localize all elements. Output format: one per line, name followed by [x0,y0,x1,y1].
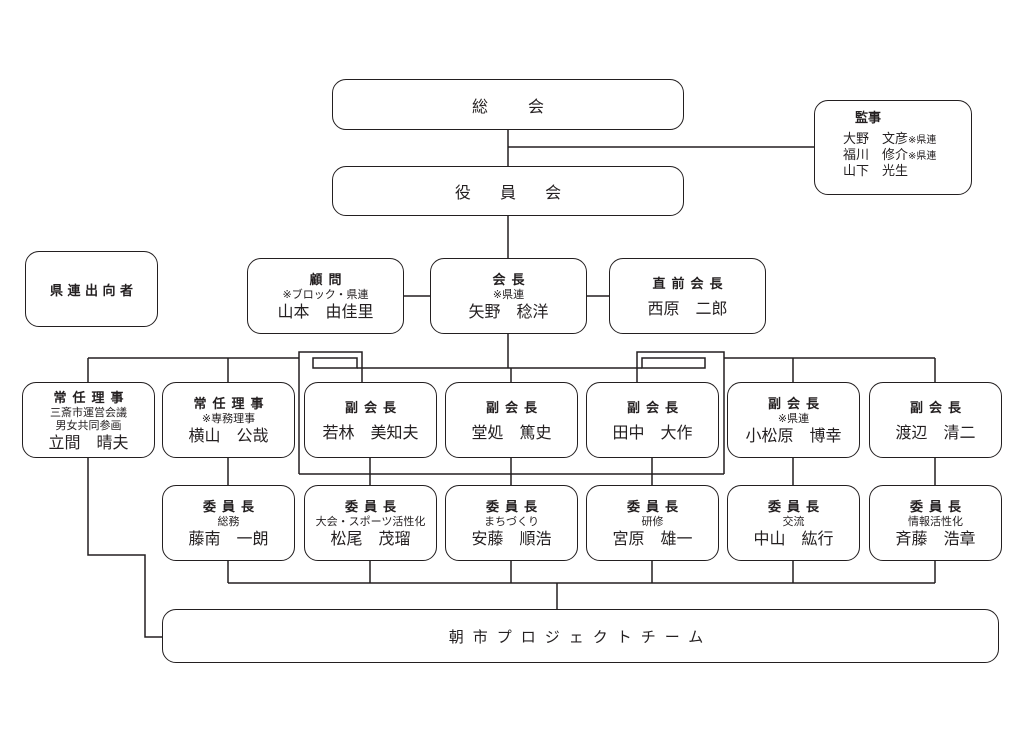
auditor-name: 大野 文彦 [843,132,909,147]
person-name: 田中 大作 [612,422,693,442]
note-label: 総務 [217,515,240,528]
project-team-box: 朝市プロジェクトチーム [162,609,999,663]
note-label: 男女共同参画 [55,418,122,432]
person-name: 横山 公哉 [188,426,269,445]
person-name: 藤南 一朗 [188,529,269,548]
role-label: 委員長 [344,500,402,515]
vice-president-box: 副会長 田中 大作 [586,382,719,458]
role-label: 会長 [492,273,531,288]
committee-chair-box: 委員長 総務 藤南 一朗 [162,485,295,561]
auditors-title: 監事 [855,111,882,126]
role-label: 委員長 [202,500,260,515]
committee-chair-box: 委員長 情報活性化 斉藤 浩章 [869,485,1002,561]
role-label: 顧問 [309,273,348,288]
prefecture-dispatch-label: 県 連 出 向 者 [49,283,134,299]
person-name: 渡辺 清二 [895,422,976,442]
auditor-note: ※県連 [908,135,937,146]
auditor-note: ※県連 [908,151,937,162]
person-name: 矢野 稔洋 [468,302,549,321]
auditor-name: 山下 光生 [843,164,909,179]
person-name: 小松原 博幸 [745,426,842,445]
committee-chair-box: 委員長 大会・スポーツ活性化 松尾 茂瑠 [304,485,437,561]
vice-president-box: 副会長 渡辺 清二 [869,382,1002,458]
committee-chair-box: 委員長 まちづくり 安藤 順浩 [445,485,578,561]
vice-president-box: 副会長 堂処 篤史 [445,382,578,458]
role-label: 委員長 [909,500,967,515]
note-label: まちづくり [484,515,539,528]
role-label: 委員長 [626,500,684,515]
role-label: 直前会長 [652,276,729,292]
role-label: 副会長 [626,400,684,416]
note-label: ※県連 [492,288,525,301]
general-meeting-box: 総 会 [332,79,684,130]
prefecture-dispatch-box: 県 連 出 向 者 [25,251,158,327]
person-name: 宮原 雄一 [612,529,693,548]
note-label: 交流 [782,515,805,528]
role-label: 委員長 [485,500,543,515]
board-meeting-label: 役 員 会 [454,183,574,202]
president-box: 会長 ※県連 矢野 稔洋 [430,258,587,334]
note-label: 研修 [641,515,664,528]
past-president-box: 直前会長 西原 二郎 [609,258,766,334]
note-label: ※県連 [777,412,810,425]
auditor-name: 福川 修介 [843,148,909,163]
note-label: 大会・スポーツ活性化 [315,515,426,528]
role-label: 副会長 [485,400,543,416]
executive-director-box: 常任理事 ※専務理事 横山 公哉 [162,382,295,458]
role-label: 委員長 [767,500,825,515]
role-label: 常任理事 [53,390,130,406]
person-name: 松尾 茂瑠 [330,529,411,548]
note-label: 情報活性化 [908,515,963,528]
person-name: 山本 由佳里 [277,302,374,321]
vice-president-box: 副会長 若林 美知夫 [304,382,437,458]
role-label: 副会長 [344,400,402,416]
role-label: 常任理事 [193,397,270,412]
person-name: 若林 美知夫 [322,422,419,442]
person-name: 西原 二郎 [647,298,728,318]
vice-president-box: 副会長 ※県連 小松原 博幸 [727,382,860,458]
committee-chair-box: 委員長 交流 中山 紘行 [727,485,860,561]
person-name: 斉藤 浩章 [895,529,976,548]
board-meeting-box: 役 員 会 [332,166,684,216]
role-label: 副会長 [767,397,825,412]
note-label: ※ブロック・県連 [282,288,369,301]
person-name: 中山 紘行 [753,529,834,548]
advisor-box: 顧問 ※ブロック・県連 山本 由佳里 [247,258,404,334]
project-team-label: 朝市プロジェクトチーム [448,627,713,646]
role-label: 副会長 [909,400,967,416]
person-name: 堂処 篤史 [471,422,552,442]
committee-chair-box: 委員長 研修 宮原 雄一 [586,485,719,561]
general-meeting-label: 総 会 [471,96,556,116]
person-name: 安藤 順浩 [471,529,552,548]
person-name: 立間 晴夫 [48,432,129,452]
auditors-box: 監事 大野 文彦※県連 福川 修介※県連 山下 光生 [814,100,972,195]
note-label: 三斎市運営会議 [50,405,127,419]
executive-director-box: 常任理事 三斎市運営会議 男女共同参画 立間 晴夫 [22,382,155,458]
note-label: ※専務理事 [201,412,256,425]
